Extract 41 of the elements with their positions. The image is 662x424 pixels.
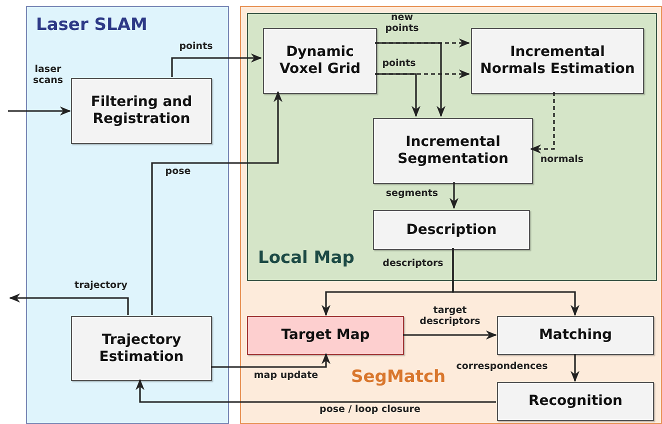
group-title: Laser SLAM (36, 15, 148, 35)
arrow (8, 294, 129, 315)
edge-label: target descriptors (418, 305, 482, 328)
edge-label: segments (384, 188, 440, 200)
process-box: Matching (497, 316, 654, 355)
arrow (211, 352, 330, 368)
segmatch-panel (240, 6, 662, 424)
arrow (8, 106, 72, 116)
highlighted-process-box: Target Map (247, 316, 404, 355)
edge-label: normals (539, 154, 585, 166)
process-box: Dynamic Voxel Grid (263, 28, 377, 94)
arrow (171, 54, 262, 77)
process-box: Incremental Normals Estimation (471, 28, 644, 94)
arrow (151, 90, 282, 315)
edge-label: points (381, 58, 417, 70)
edge-label: correspondences (455, 361, 549, 372)
arrow (452, 248, 580, 316)
edge-label: trajectory (74, 280, 128, 292)
edge-label: pose (164, 166, 192, 178)
process-box: Trajectory Estimation (71, 316, 212, 381)
local-map-panel (247, 13, 657, 281)
process-box: Description (373, 210, 530, 250)
group-title: SegMatch (351, 367, 446, 387)
arrow (403, 330, 498, 340)
group-title: Local Map (258, 248, 354, 268)
arrow (530, 92, 555, 154)
arrow (570, 354, 580, 382)
edge-label: laser scans (32, 64, 64, 87)
edge-label: points (178, 41, 214, 52)
arrow (375, 73, 420, 118)
laser-slam-panel (26, 6, 229, 424)
arrow (450, 182, 458, 210)
arrow (375, 42, 446, 118)
edge-label: map update (252, 370, 320, 382)
edge-label: pose / loop closure (318, 404, 422, 416)
process-box: Incremental Segmentation (373, 118, 533, 184)
arrow (136, 378, 496, 403)
process-box: Filtering and Registration (71, 78, 212, 144)
edge-label: descriptors (382, 258, 444, 270)
edge-label: new points (384, 12, 420, 35)
process-box: Recognition (497, 382, 654, 421)
